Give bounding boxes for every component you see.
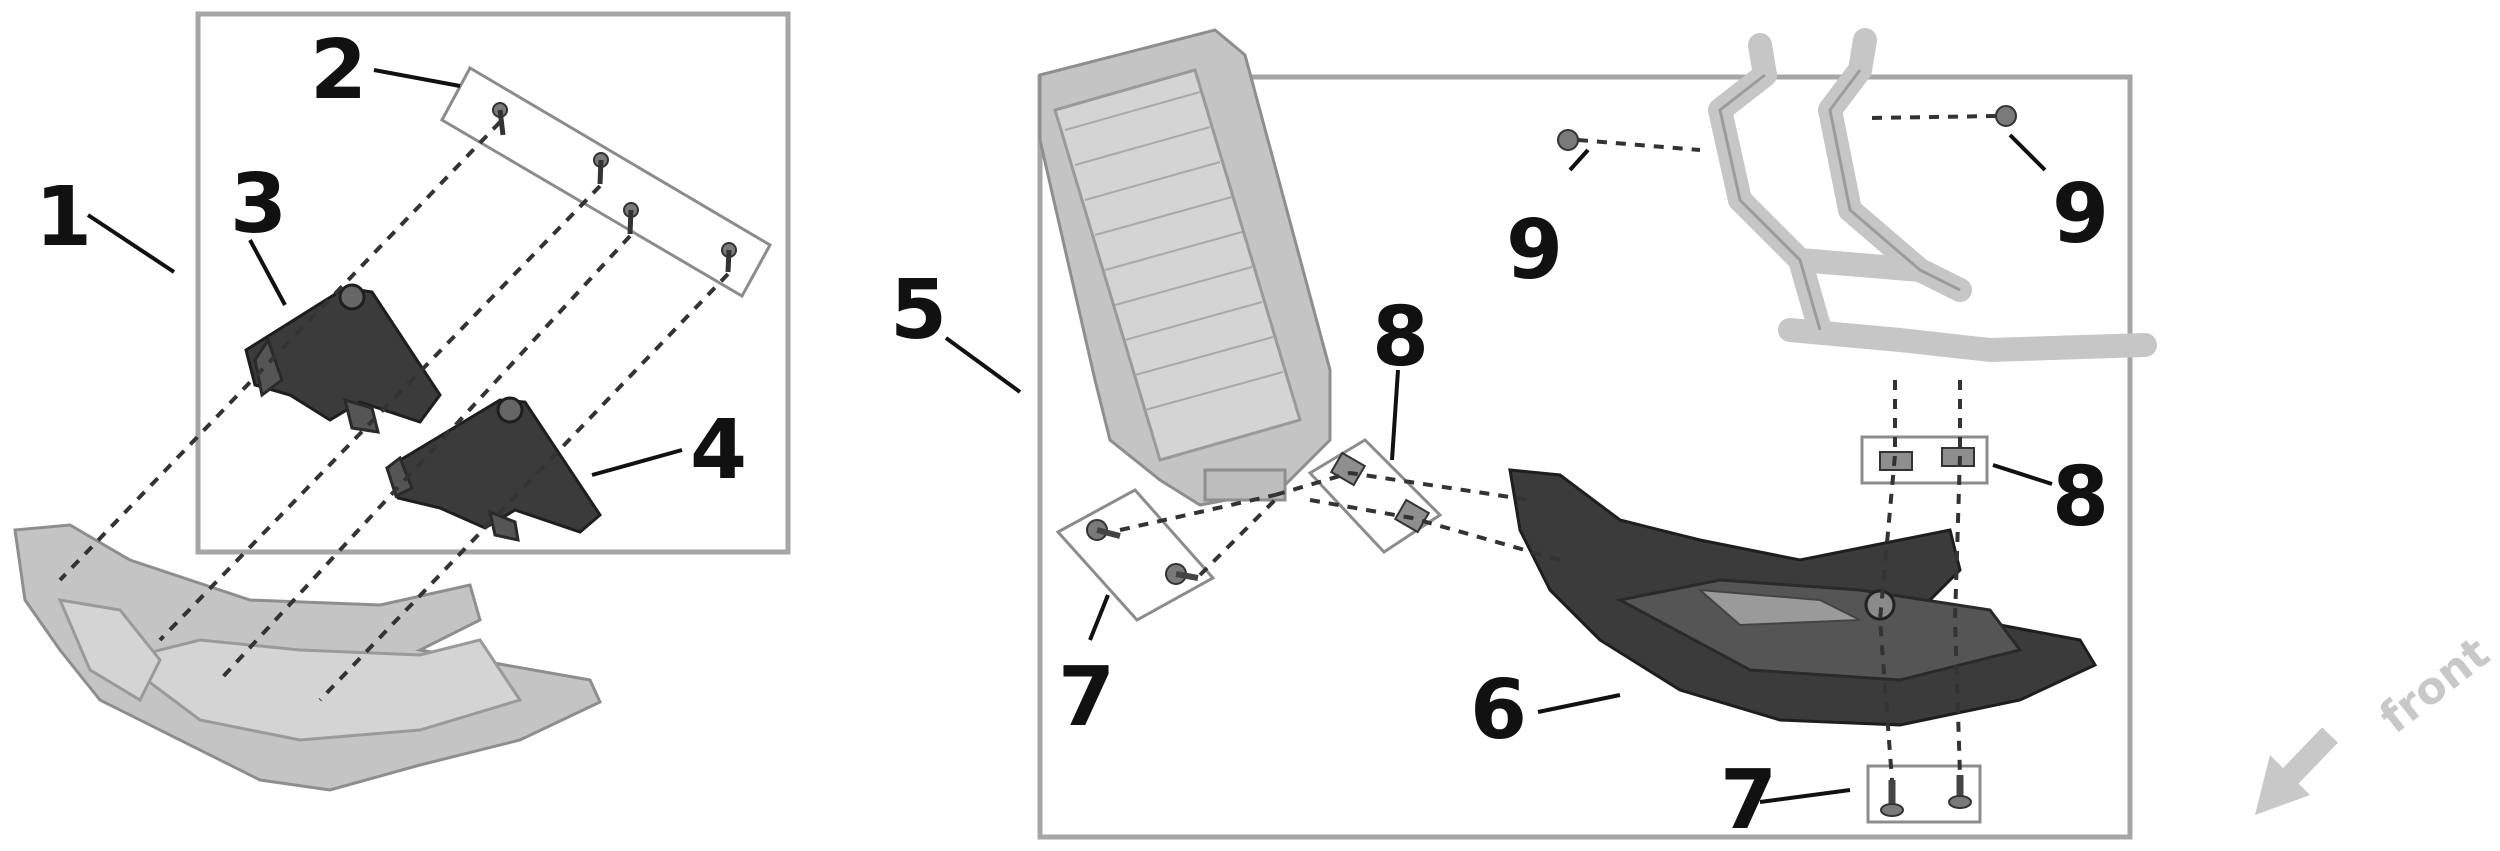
left-kit-frame (195, 11, 791, 555)
screw-icon (1165, 563, 1199, 585)
screw-icon (1086, 519, 1121, 541)
callout-8-upper: 8 (1372, 290, 1429, 385)
screw-icon (1948, 775, 1972, 809)
arrow-down-left-icon (2255, 727, 2338, 815)
screw-icon (1995, 105, 2017, 127)
screw-icon (593, 152, 609, 185)
front-direction-indicator: front (2255, 627, 2499, 815)
bracket-part-3 (244, 283, 442, 434)
clip-icon (1329, 451, 1367, 487)
left-assembly: 1 2 3 4 (13, 11, 791, 792)
bracket-part-4 (385, 396, 602, 542)
callout-3: 3 (230, 157, 287, 252)
screw-icon (492, 102, 508, 136)
screw-icon (1557, 129, 1579, 151)
screw-icon (1880, 780, 1904, 817)
right-assembly: 5 6 7 7 8 8 9 9 (890, 28, 2157, 848)
screw-icon (721, 242, 737, 273)
screw-set-7-upper-box (1055, 488, 1216, 622)
callout-4: 4 (690, 403, 747, 498)
screw-set-box (439, 65, 773, 299)
callout-5: 5 (890, 263, 947, 358)
callout-8-right: 8 (2052, 450, 2109, 545)
front-label: front (2370, 627, 2499, 743)
clip-set-8-upper-box (1307, 438, 1443, 554)
screw-set (492, 102, 737, 273)
callout-9-right: 9 (2052, 167, 2109, 262)
callout-7-lower: 7 (1720, 753, 1777, 848)
radiator-housing (1038, 28, 1332, 507)
callout-2: 2 (310, 23, 367, 118)
screw-icon (623, 202, 639, 235)
skid-plate-left (13, 523, 602, 792)
callout-1: 1 (35, 170, 92, 265)
callout-7-upper: 7 (1058, 650, 1115, 745)
skid-plate-right (1508, 468, 2098, 727)
crash-bar-frame-outline (1718, 69, 1961, 331)
callout-9-left: 9 (1506, 203, 1563, 298)
screw-set-7-lower-box (1866, 764, 1982, 824)
right-kit-frame (1037, 74, 2133, 840)
callout-6: 6 (1470, 663, 1527, 758)
clip-set-8-right-box (1860, 435, 1989, 485)
